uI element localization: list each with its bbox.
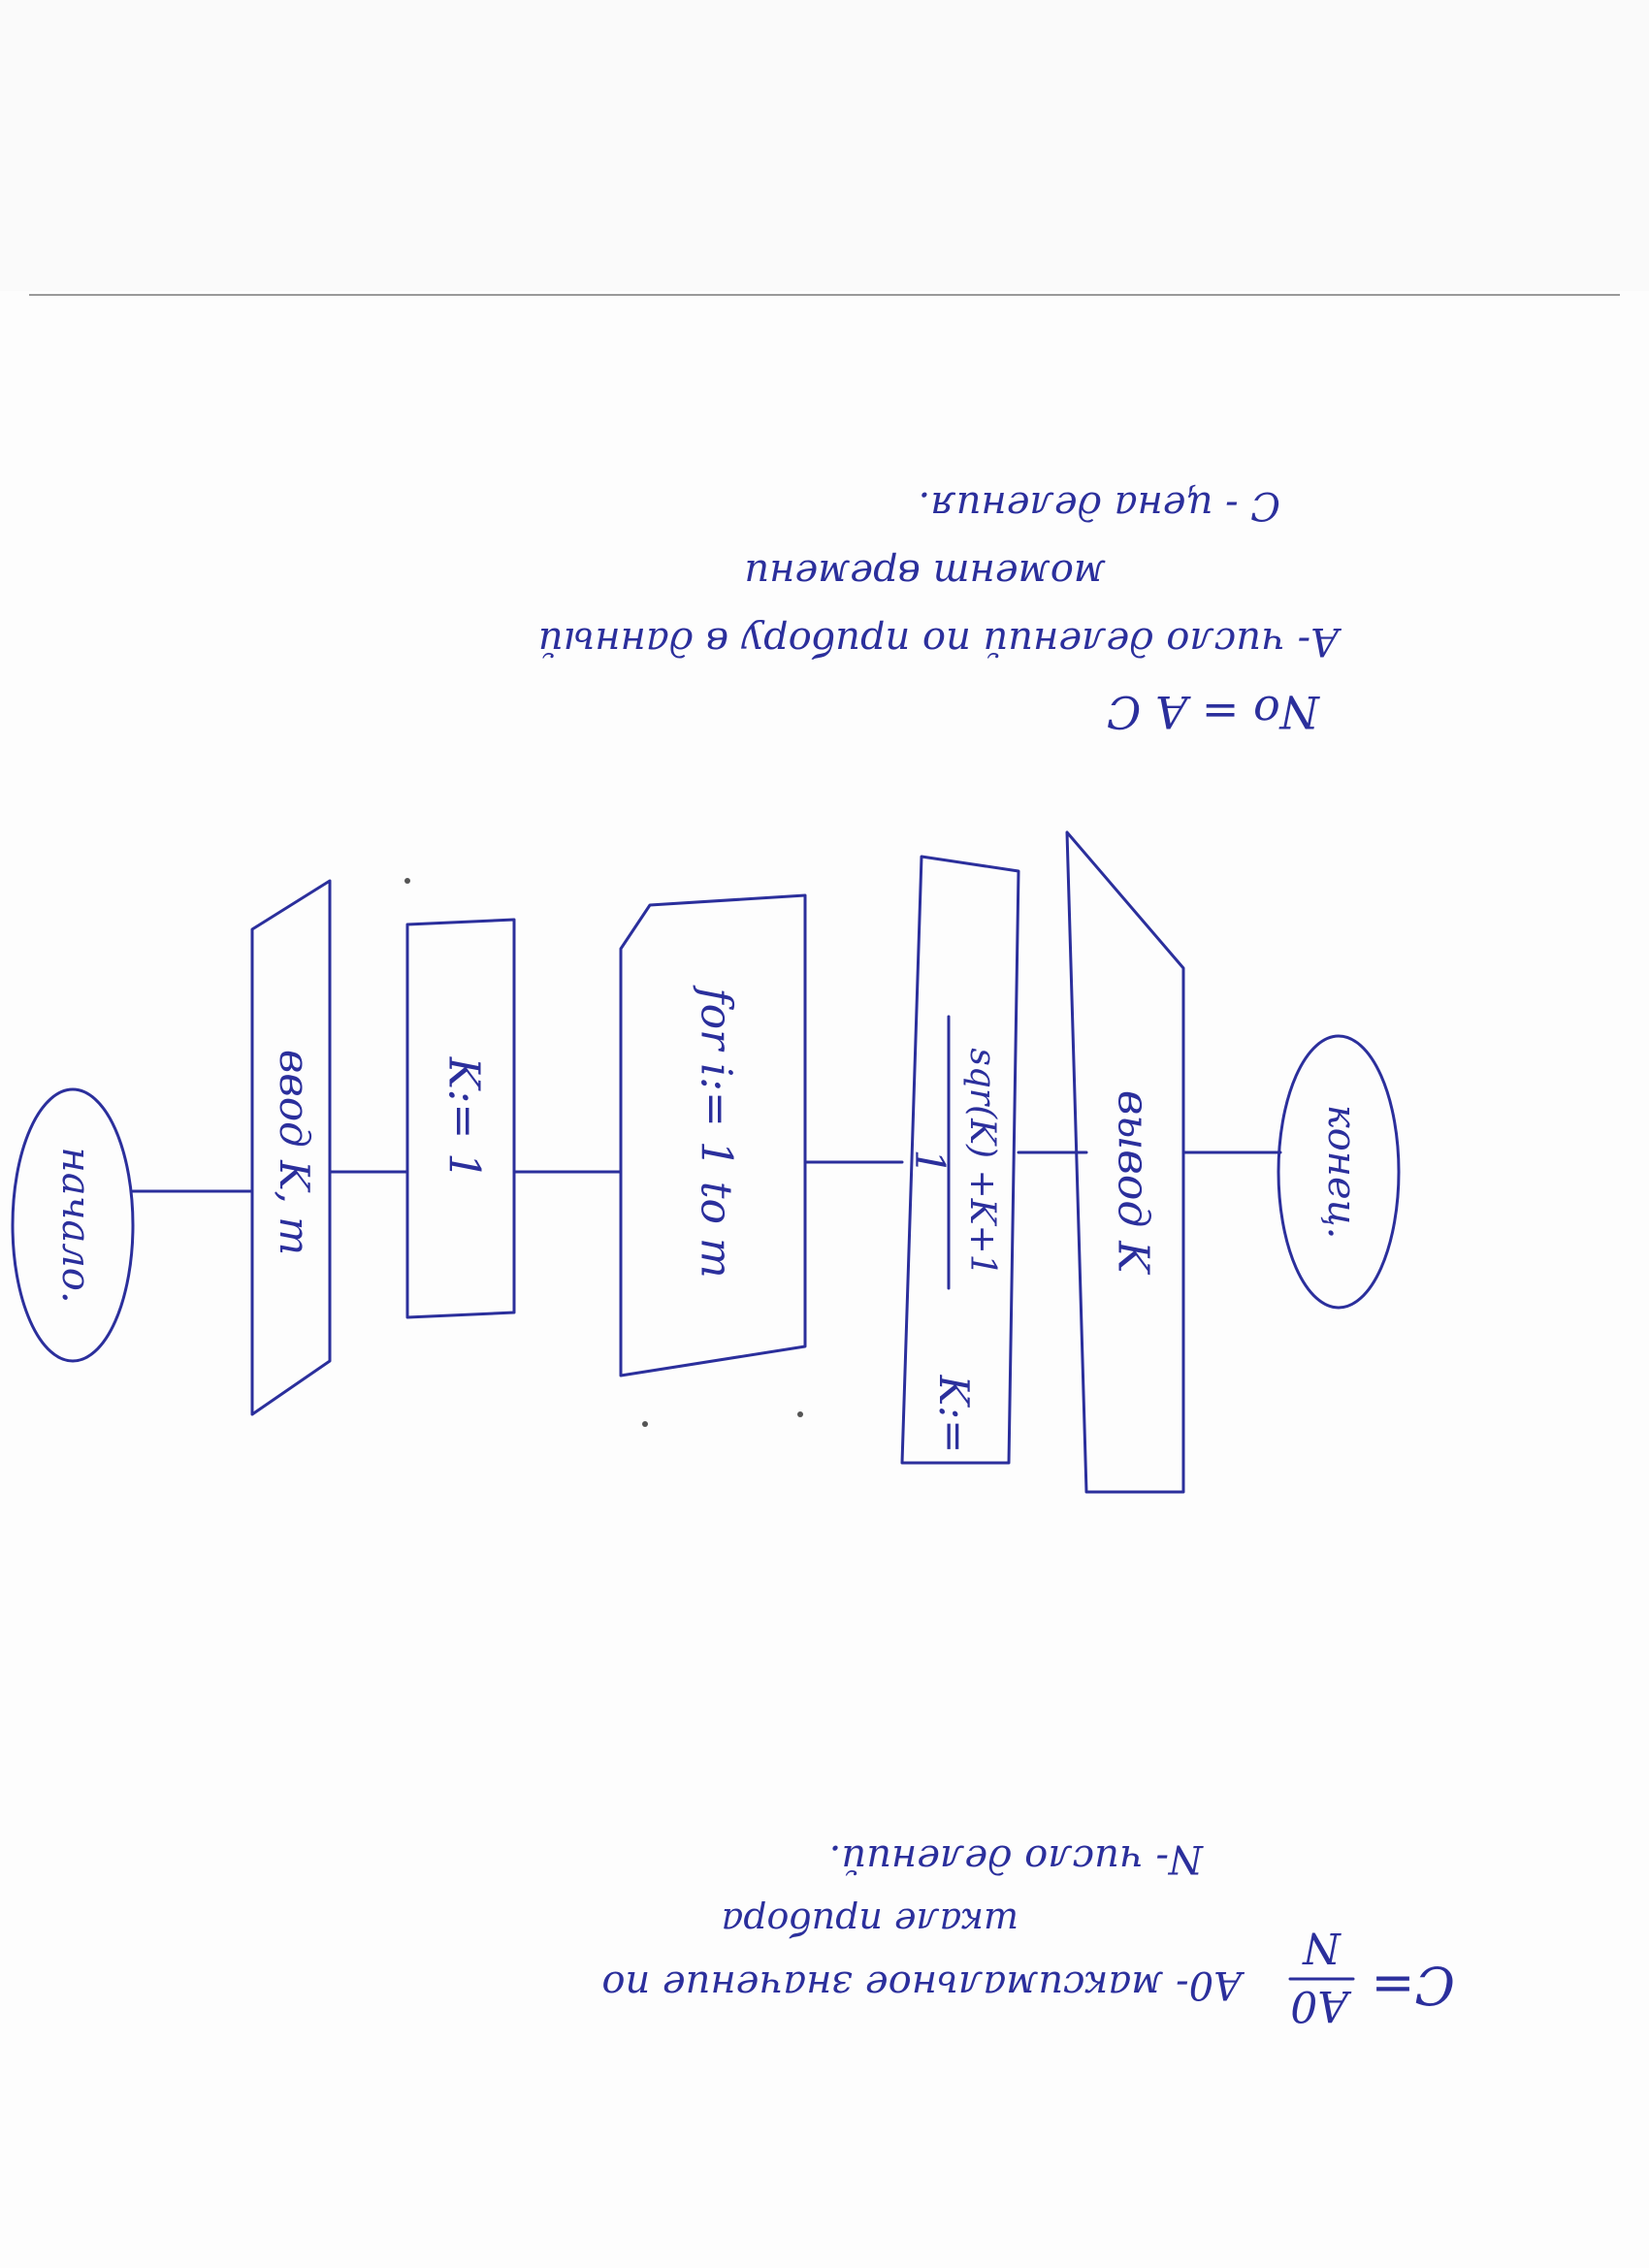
start-oval <box>11 1087 135 1363</box>
note-bottom-line3: N- число делений. <box>829 1836 1204 1881</box>
note-bottom-line1: A0- максимальное значение по <box>601 1962 1245 2007</box>
assign-lhs: K:= <box>930 1375 978 1454</box>
note-block-top: No = A C A- число делений по прибору в д… <box>538 483 1342 738</box>
rotated-content: No = A C A- число делений по прибору в д… <box>11 483 1455 2030</box>
note-top-line3: C - цена деления. <box>918 483 1280 528</box>
init-block: K:= 1 <box>405 918 516 1319</box>
end-label: конец. <box>1319 1105 1364 1240</box>
output-parallelogram <box>1065 830 1185 1494</box>
loop-block: for i:= 1 to m <box>619 893 807 1377</box>
assign-block: K:= 1 sqr(K) +K+1 <box>900 855 1020 1465</box>
note-bottom-line2: шкале прибора <box>722 1900 1018 1943</box>
pen-dot <box>642 1421 648 1427</box>
input-parallelogram <box>250 879 332 1416</box>
init-label: K:= 1 <box>439 1056 489 1181</box>
scan-header-stripe <box>0 0 1649 291</box>
assign-numerator: 1 <box>906 1150 954 1176</box>
start-label: начало. <box>53 1147 98 1303</box>
note-top-line1: A- число делений по прибору в данный <box>538 619 1342 664</box>
end-terminal: конец. <box>1277 1034 1401 1310</box>
note-top-formula: No = A C <box>1107 686 1320 738</box>
fraction: A0 N <box>1288 1923 1355 2030</box>
output-block: вывод K <box>1065 830 1185 1494</box>
assign-denominator: sqr(K) +K+1 <box>962 1048 1002 1276</box>
assign-rect <box>900 855 1020 1465</box>
output-label: вывод K <box>1109 1090 1158 1275</box>
page-edge-line <box>29 294 1620 296</box>
init-rect <box>405 918 516 1319</box>
flowchart: начало. ввод K, m K:= 1 fo <box>11 830 1401 1494</box>
loop-label: for i:= 1 to m <box>692 985 741 1278</box>
note-top-line2: момент времени <box>744 551 1106 596</box>
note-block-bottom: C= A0 N A0- максимальное значение по шка… <box>601 1836 1455 2030</box>
pen-dot <box>797 1411 803 1417</box>
fraction-numerator: A0 <box>1290 1981 1352 2030</box>
fraction-denominator: N <box>1302 1923 1342 1972</box>
loop-shape <box>619 893 807 1377</box>
input-block: ввод K, m <box>250 879 332 1416</box>
start-terminal: начало. <box>11 1087 135 1363</box>
pen-dot <box>404 878 410 884</box>
note-bottom-formula-lhs: C= <box>1371 1955 1455 2016</box>
input-label: ввод K, m <box>271 1050 318 1255</box>
end-oval <box>1277 1034 1401 1310</box>
